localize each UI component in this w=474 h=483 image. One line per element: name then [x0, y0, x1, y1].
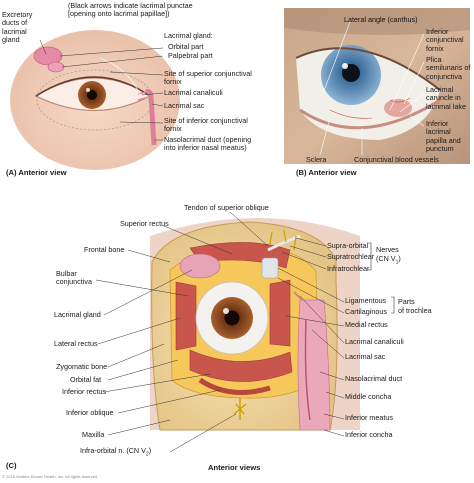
infratrochlear-label: Infratrochlear — [327, 264, 370, 273]
excretory-ducts-label: Excretory ducts of lacrimal gland — [2, 10, 33, 45]
inferior-rectus-label: Inferior rectus — [62, 387, 106, 396]
supra-orbital-label: Supra-orbital — [327, 241, 369, 250]
lacrimal-canaliculi-a-label: Lacrimal canaliculi — [164, 88, 223, 97]
panel-a-leaders — [39, 39, 164, 141]
copyright-footer: © 2018 Wolters Kluwer Health, Inc. All r… — [2, 474, 99, 479]
nasolacrimal-duct-c-label: Nasolacrimal duct — [345, 374, 403, 383]
medial-rectus-label: Medial rectus — [345, 320, 388, 329]
plica-label: Plica semilunaris of conjunctiva — [426, 55, 471, 81]
inferior-concha-label: Inferior concha — [345, 430, 393, 439]
palpebral-part-label: Palpebral part — [168, 51, 213, 60]
panel-c-leaders — [95, 211, 345, 453]
sclera-label: Sclera — [306, 155, 327, 164]
zygomatic-bone-label: Zygomatic bone — [56, 362, 108, 371]
ligamentous-label: Ligamentous — [345, 296, 387, 305]
papilla-label: Inferior lacrimal papilla and punctum — [426, 119, 461, 154]
parts-label: Parts — [398, 297, 415, 306]
nerves-label: Nerves — [376, 245, 399, 254]
punctae-note-line2: [opening onto lacrimal papillae]) — [68, 9, 170, 18]
maxilla-label: Maxilla — [82, 430, 105, 439]
nasolacrimal-duct-a-label: Nasolacrimal duct (opening into inferior… — [164, 135, 252, 153]
panel-b-title: (B) Anterior view — [296, 168, 357, 177]
lacrimal-sac-a-label: Lacrimal sac — [164, 101, 205, 110]
panel-b-leaders — [319, 21, 425, 156]
lacrimal-gland-heading: Lacrimal gland: — [164, 31, 213, 40]
lateral-angle-label: Lateral angle (canthus) — [344, 15, 418, 24]
bulbar-conjunctiva-label: Bulbar conjunctiva — [56, 269, 92, 287]
panel-c-title: Anterior views — [208, 463, 261, 472]
nerves-cn-label: (CN V1) — [376, 254, 401, 266]
panel-a-drawing — [10, 30, 180, 170]
of-trochlea-label: of trochlea — [398, 306, 432, 315]
panel-c-drawing — [150, 218, 360, 431]
infraorbital-nerve-label: Infra-orbital n. (CN V2) — [80, 446, 152, 458]
lacrimal-gland-c-label: Lacrimal gland — [54, 310, 101, 319]
inferior-fornix-a-label: Site of inferior conjunctival fornix — [164, 116, 248, 134]
lacrimal-canaliculi-c-label: Lacrimal canaliculi — [345, 337, 404, 346]
superior-fornix-label: Site of superior conjunctival fornix — [164, 69, 252, 87]
punctae-note-line1: (Black arrows indicate lacrimal punctae — [68, 1, 193, 10]
panel-c-label: (C) — [6, 461, 17, 470]
caruncle-label: Lacrimal caruncle in lacrimal lake — [426, 85, 466, 111]
frontal-bone-label: Frontal bone — [84, 245, 125, 254]
conjunctival-vessels-label: Conjunctival blood vessels — [354, 155, 439, 164]
lacrimal-sac-c-label: Lacrimal sac — [345, 352, 386, 361]
inferior-meatus-label: Inferior meatus — [345, 413, 393, 422]
panel-a-title: (A) Anterior view — [6, 168, 67, 177]
inferior-oblique-label: Inferior oblique — [66, 408, 114, 417]
orbital-part-label: Orbital part — [168, 42, 204, 51]
inferior-fornix-b-label: Inferior conjunctival fornix — [426, 27, 464, 53]
brackets — [368, 242, 395, 314]
middle-concha-label: Middle concha — [345, 392, 392, 401]
supratrochlear-label: Supratrochlear — [327, 252, 375, 261]
tendon-superior-oblique-label: Tendon of superior oblique — [184, 203, 269, 212]
orbital-fat-label: Orbital fat — [70, 375, 102, 384]
superior-rectus-label: Superior rectus — [120, 219, 169, 228]
lateral-rectus-label: Lateral rectus — [54, 339, 98, 348]
panel-b-photo — [284, 8, 470, 164]
cartilaginous-label: Cartilaginous — [345, 307, 387, 316]
